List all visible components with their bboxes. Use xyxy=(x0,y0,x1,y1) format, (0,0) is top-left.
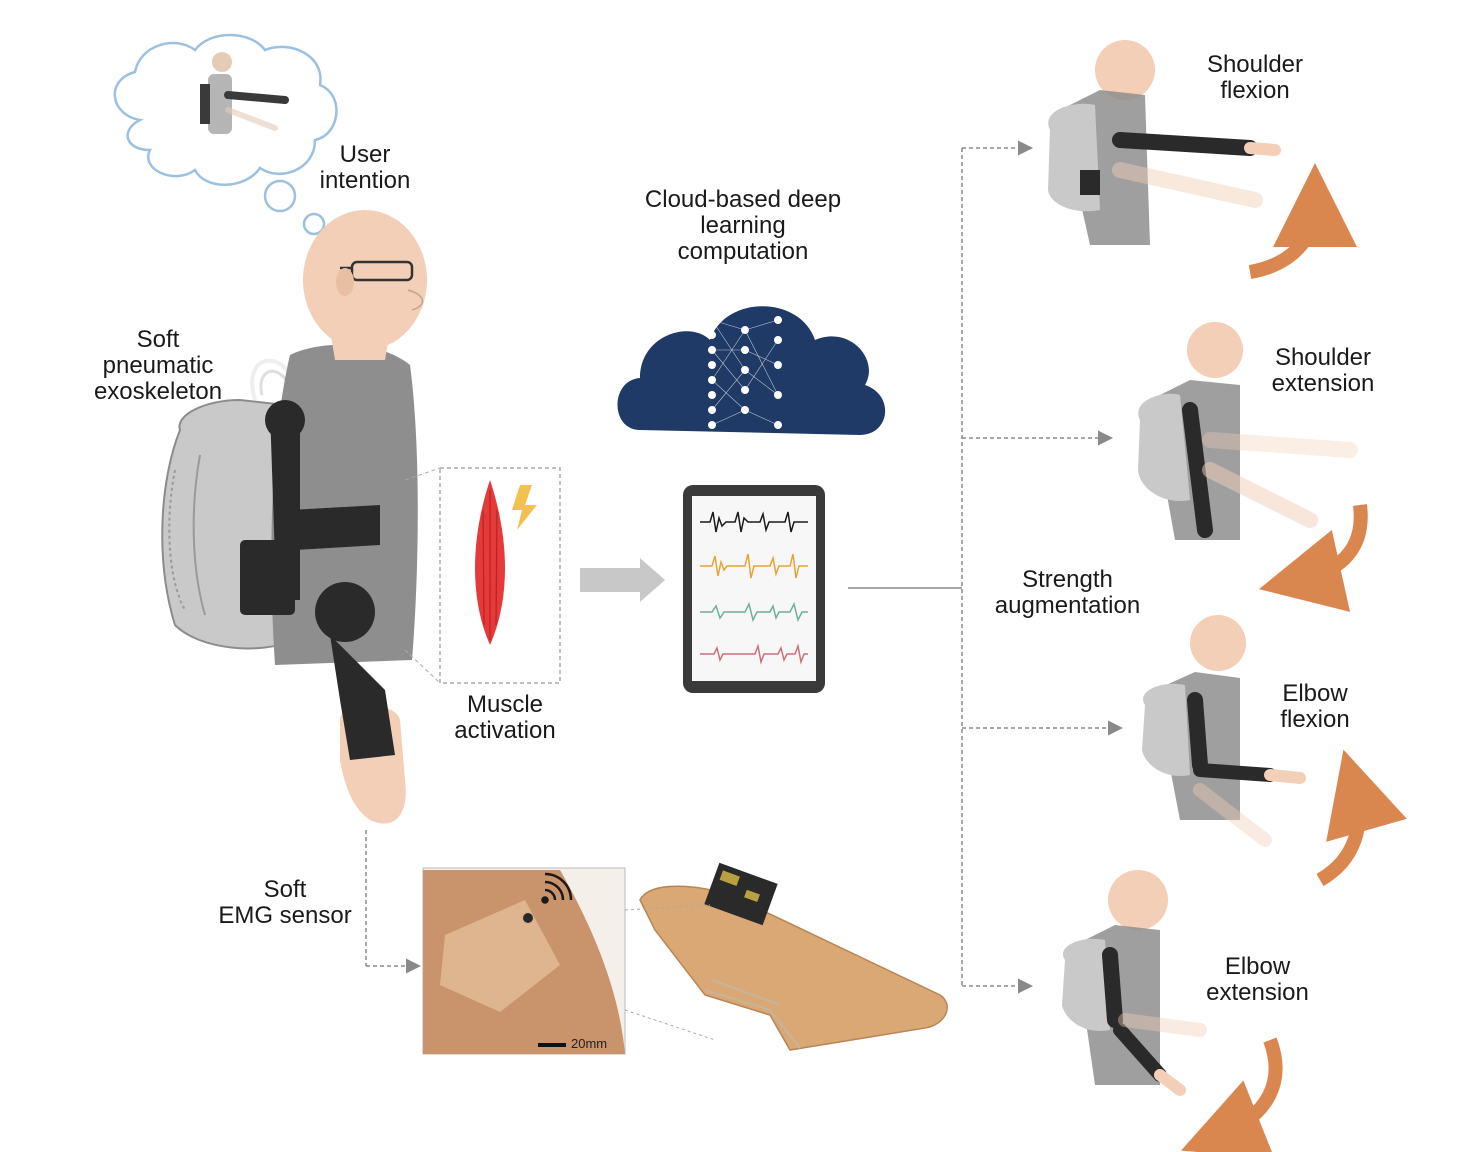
label-shoulder-flexion: Shoulder flexion xyxy=(1206,51,1304,104)
connector-lines xyxy=(365,140,1123,994)
figure-elbow-extension xyxy=(1062,870,1283,1152)
neural-network-icon xyxy=(708,316,782,429)
figure-shoulder-extension xyxy=(1138,322,1368,612)
emg-signal-4 xyxy=(700,643,808,665)
scale-bar xyxy=(538,1043,566,1047)
emg-signal-3 xyxy=(700,601,808,623)
label-cloud-computation: Cloud-based deep learning computation xyxy=(644,186,842,265)
label-user-intention: User intention xyxy=(319,141,411,194)
main-user-figure xyxy=(161,210,427,824)
scale-bar-label: 20mm xyxy=(571,1036,608,1051)
tablet-device xyxy=(683,485,825,693)
emg-sensor-photo xyxy=(422,867,626,1055)
label-shoulder-extension: Shoulder extension xyxy=(1271,344,1375,397)
thought-cloud-icon xyxy=(113,33,338,236)
lightning-icon xyxy=(512,485,537,530)
label-elbow-flexion: Elbow flexion xyxy=(1280,680,1350,733)
figure-elbow-flexion xyxy=(1142,615,1407,887)
emg-sensor-device xyxy=(624,862,948,1051)
label-muscle-activation: Muscle activation xyxy=(454,691,556,744)
label-elbow-extension: Elbow extension xyxy=(1206,953,1309,1006)
cloud-computation-icon xyxy=(617,306,886,435)
wireless-signal-icon xyxy=(541,872,573,904)
figure-shoulder-flexion xyxy=(1048,40,1357,279)
label-strength-augmentation: Strength augmentation xyxy=(994,566,1141,619)
label-soft-emg-sensor: Soft EMG sensor xyxy=(218,876,352,929)
label-soft-exoskeleton: Soft pneumatic exoskeleton xyxy=(93,326,223,405)
emg-signal-1 xyxy=(700,511,808,533)
muscle-activation-panel xyxy=(404,467,561,684)
flow-arrow xyxy=(580,558,665,602)
emg-signal-2 xyxy=(700,553,808,579)
